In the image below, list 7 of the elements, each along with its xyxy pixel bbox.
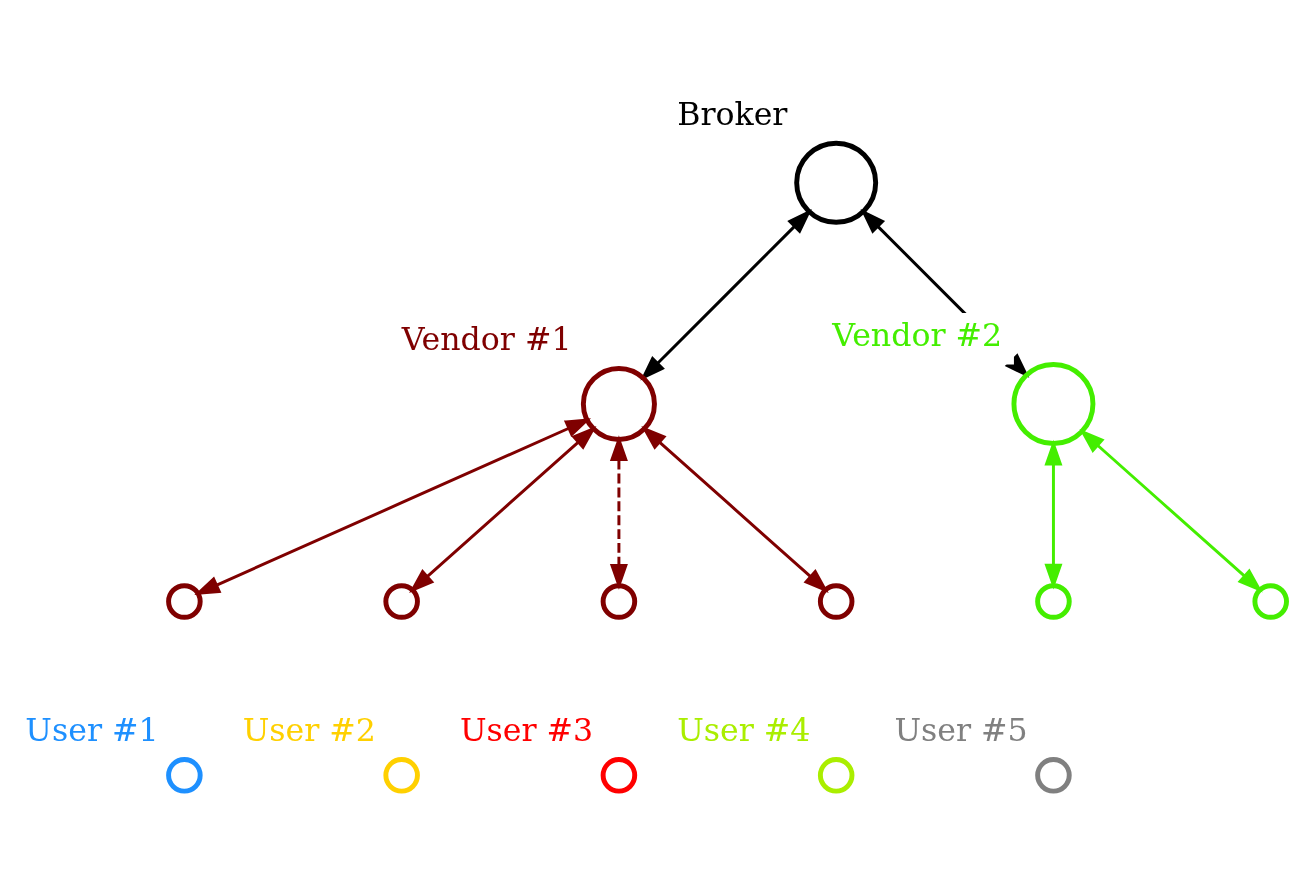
node-label: Broker <box>677 96 788 133</box>
node-label: User #5 <box>894 712 1028 749</box>
node-label: User #1 <box>25 712 159 749</box>
node-label: User #4 <box>677 712 811 749</box>
node-label: User #3 <box>459 712 594 749</box>
node-label: Vendor #1 <box>401 321 572 358</box>
node-label: User #2 <box>242 712 376 749</box>
